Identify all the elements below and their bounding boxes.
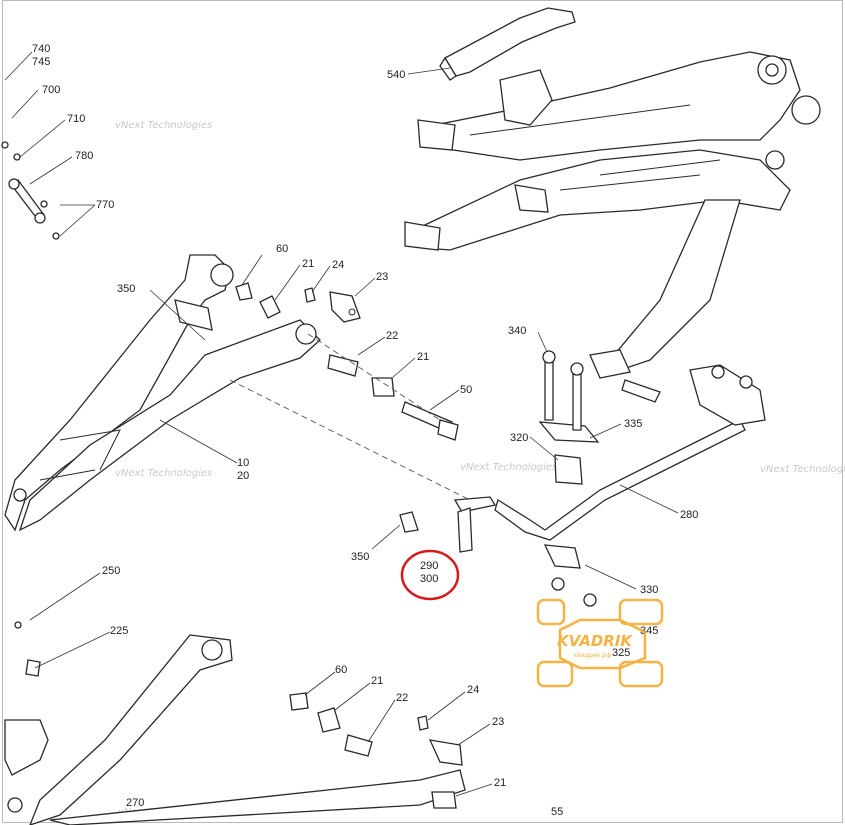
callout-540: 540 bbox=[387, 69, 405, 81]
callout-350: 350 bbox=[117, 283, 135, 295]
callout-325: 325 bbox=[612, 647, 630, 659]
logo-subtext: квадрик.рф bbox=[574, 652, 611, 659]
callout-labels: 740 745 700 710 780 770 540 350 60 21 24… bbox=[32, 43, 698, 818]
callout-335: 335 bbox=[624, 418, 642, 430]
stabilizer-bar-assembly bbox=[399, 350, 766, 607]
lower-a-arm bbox=[4, 254, 321, 532]
callout-780: 780 bbox=[75, 150, 93, 162]
callout-24: 24 bbox=[332, 259, 344, 271]
callout-23: 23 bbox=[376, 271, 388, 283]
callout-700: 700 bbox=[42, 84, 60, 96]
callout-330: 330 bbox=[640, 584, 658, 596]
lower-arm-bottom bbox=[4, 621, 466, 825]
callout-55: 55 bbox=[551, 806, 563, 818]
callout-24: 24 bbox=[467, 684, 479, 696]
callout-225: 225 bbox=[110, 625, 128, 637]
callout-21: 21 bbox=[371, 675, 383, 687]
callout-60: 60 bbox=[335, 664, 347, 676]
watermark: vNext Technologies bbox=[760, 464, 845, 475]
callout-20: 20 bbox=[237, 470, 249, 482]
callout-50: 50 bbox=[460, 384, 472, 396]
highlight-callout-290: 290 bbox=[420, 560, 438, 572]
callout-745: 745 bbox=[32, 56, 50, 68]
callout-21: 21 bbox=[494, 777, 506, 789]
callout-250: 250 bbox=[102, 565, 120, 577]
callout-320: 320 bbox=[510, 432, 528, 444]
highlight-callout-300: 300 bbox=[420, 573, 438, 585]
callout-710: 710 bbox=[67, 113, 85, 125]
callout-23: 23 bbox=[492, 716, 504, 728]
callout-22: 22 bbox=[396, 692, 408, 704]
callout-350: 350 bbox=[351, 551, 369, 563]
callout-340: 340 bbox=[508, 325, 526, 337]
logo-text: KVADRIK bbox=[557, 632, 633, 650]
callout-21: 21 bbox=[417, 351, 429, 363]
callout-740: 740 bbox=[32, 43, 50, 55]
watermark: vNext Technologies bbox=[115, 120, 212, 131]
callout-60: 60 bbox=[276, 243, 288, 255]
kvadrik-logo: KVADRIK квадрик.рф bbox=[536, 598, 664, 688]
callout-22: 22 bbox=[386, 330, 398, 342]
leader-lines bbox=[4, 51, 679, 797]
callout-21: 21 bbox=[302, 258, 314, 270]
watermark: vNext Technologies bbox=[115, 468, 212, 479]
watermark: vNext Technologies bbox=[460, 462, 557, 473]
highlight-marker: 290 300 bbox=[400, 549, 460, 601]
upper-trailing-arm bbox=[404, 7, 821, 379]
callout-10: 10 bbox=[237, 457, 249, 469]
callout-270: 270 bbox=[126, 797, 144, 809]
left-small-parts bbox=[1, 141, 60, 240]
callout-770: 770 bbox=[96, 199, 114, 211]
bushing-hardware-upper bbox=[229, 282, 471, 501]
highlight-circle bbox=[400, 549, 460, 601]
callout-280: 280 bbox=[680, 509, 698, 521]
